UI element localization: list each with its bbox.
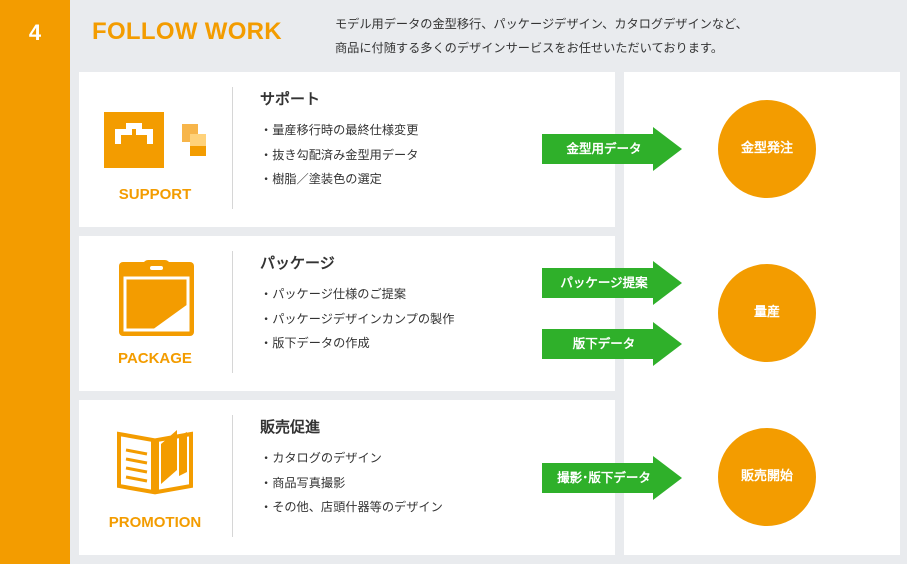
step-number: 4 [28, 20, 42, 45]
list-item: 抜き勾配済み金型用データ [260, 143, 418, 168]
package-caption: PACKAGE [118, 350, 192, 367]
package-icon [119, 260, 194, 340]
arrow-label: 撮影･版下データ [557, 470, 651, 485]
arrow-label: パッケージ提案 [560, 275, 648, 290]
arrow-label: 金型用データ [566, 141, 642, 156]
outcome-mass-production: 量産 [718, 264, 816, 362]
list-item: 量産移行時の最終仕様変更 [260, 118, 418, 143]
arrow-shaft [537, 329, 653, 359]
arrow-head-icon [653, 322, 682, 366]
support-list: 量産移行時の最終仕様変更 抜き勾配済み金型用データ 樹脂／塗装色の選定 [260, 118, 418, 192]
outcome-sales-start: 販売開始 [718, 428, 816, 526]
arrow-shaft [537, 463, 653, 493]
list-item: 版下データの作成 [260, 331, 454, 356]
package-panel: PACKAGE パッケージ パッケージ仕様のご提案 パッケージデザインカンプの製… [79, 236, 615, 391]
list-item: その他、店頭什器等のデザイン [260, 495, 443, 520]
support-icon [104, 112, 216, 176]
promotion-list: カタログのデザイン 商品写真撮影 その他、店頭什器等のデザイン [260, 446, 443, 520]
package-heading: パッケージ [260, 254, 335, 272]
section-title: FOLLOW WORK [92, 18, 282, 45]
step-sidebar: 4 [0, 0, 70, 564]
arrow-package-proposal: パッケージ提案 [537, 261, 682, 305]
list-item: カタログのデザイン [260, 446, 443, 471]
arrow-block-copy-data: 版下データ [537, 322, 682, 366]
brochure-icon [117, 426, 193, 502]
arrow-mold-data: 金型用データ [537, 127, 682, 171]
package-list: パッケージ仕様のご提案 パッケージデザインカンプの製作 版下データの作成 [260, 282, 454, 356]
list-item: 商品写真撮影 [260, 471, 443, 496]
arrow-shaft [537, 134, 653, 164]
promotion-panel: PROMOTION 販売促進 カタログのデザイン 商品写真撮影 その他、店頭什器… [79, 400, 615, 555]
panel-divider [232, 87, 233, 209]
arrow-head-icon [653, 261, 682, 305]
panel-divider [232, 415, 233, 537]
arrow-photo-data: 撮影･版下データ [537, 456, 682, 500]
list-item: 樹脂／塗装色の選定 [260, 167, 418, 192]
promotion-heading: 販売促進 [260, 418, 321, 436]
panel-divider [232, 251, 233, 373]
list-item: パッケージデザインカンプの製作 [260, 307, 454, 332]
promotion-caption: PROMOTION [108, 514, 202, 531]
arrow-head-icon [653, 127, 682, 171]
intro-line-2: 商品に付随する多くのデザインサービスをお任せいただいております。 [335, 41, 724, 55]
intro-line-1: モデル用データの金型移行、パッケージデザイン、カタログデザインなど、 [335, 17, 748, 31]
support-panel: SUPPORT サポート 量産移行時の最終仕様変更 抜き勾配済み金型用データ 樹… [79, 72, 615, 227]
support-heading: サポート [260, 90, 321, 108]
section-intro: モデル用データの金型移行、パッケージデザイン、カタログデザインなど、 商品に付随… [335, 12, 805, 60]
outcome-mold-order: 金型発注 [718, 100, 816, 198]
arrow-shaft [537, 268, 653, 298]
list-item: パッケージ仕様のご提案 [260, 282, 454, 307]
arrow-head-icon [653, 456, 682, 500]
arrow-label: 版下データ [572, 336, 636, 351]
support-caption: SUPPORT [118, 186, 192, 203]
